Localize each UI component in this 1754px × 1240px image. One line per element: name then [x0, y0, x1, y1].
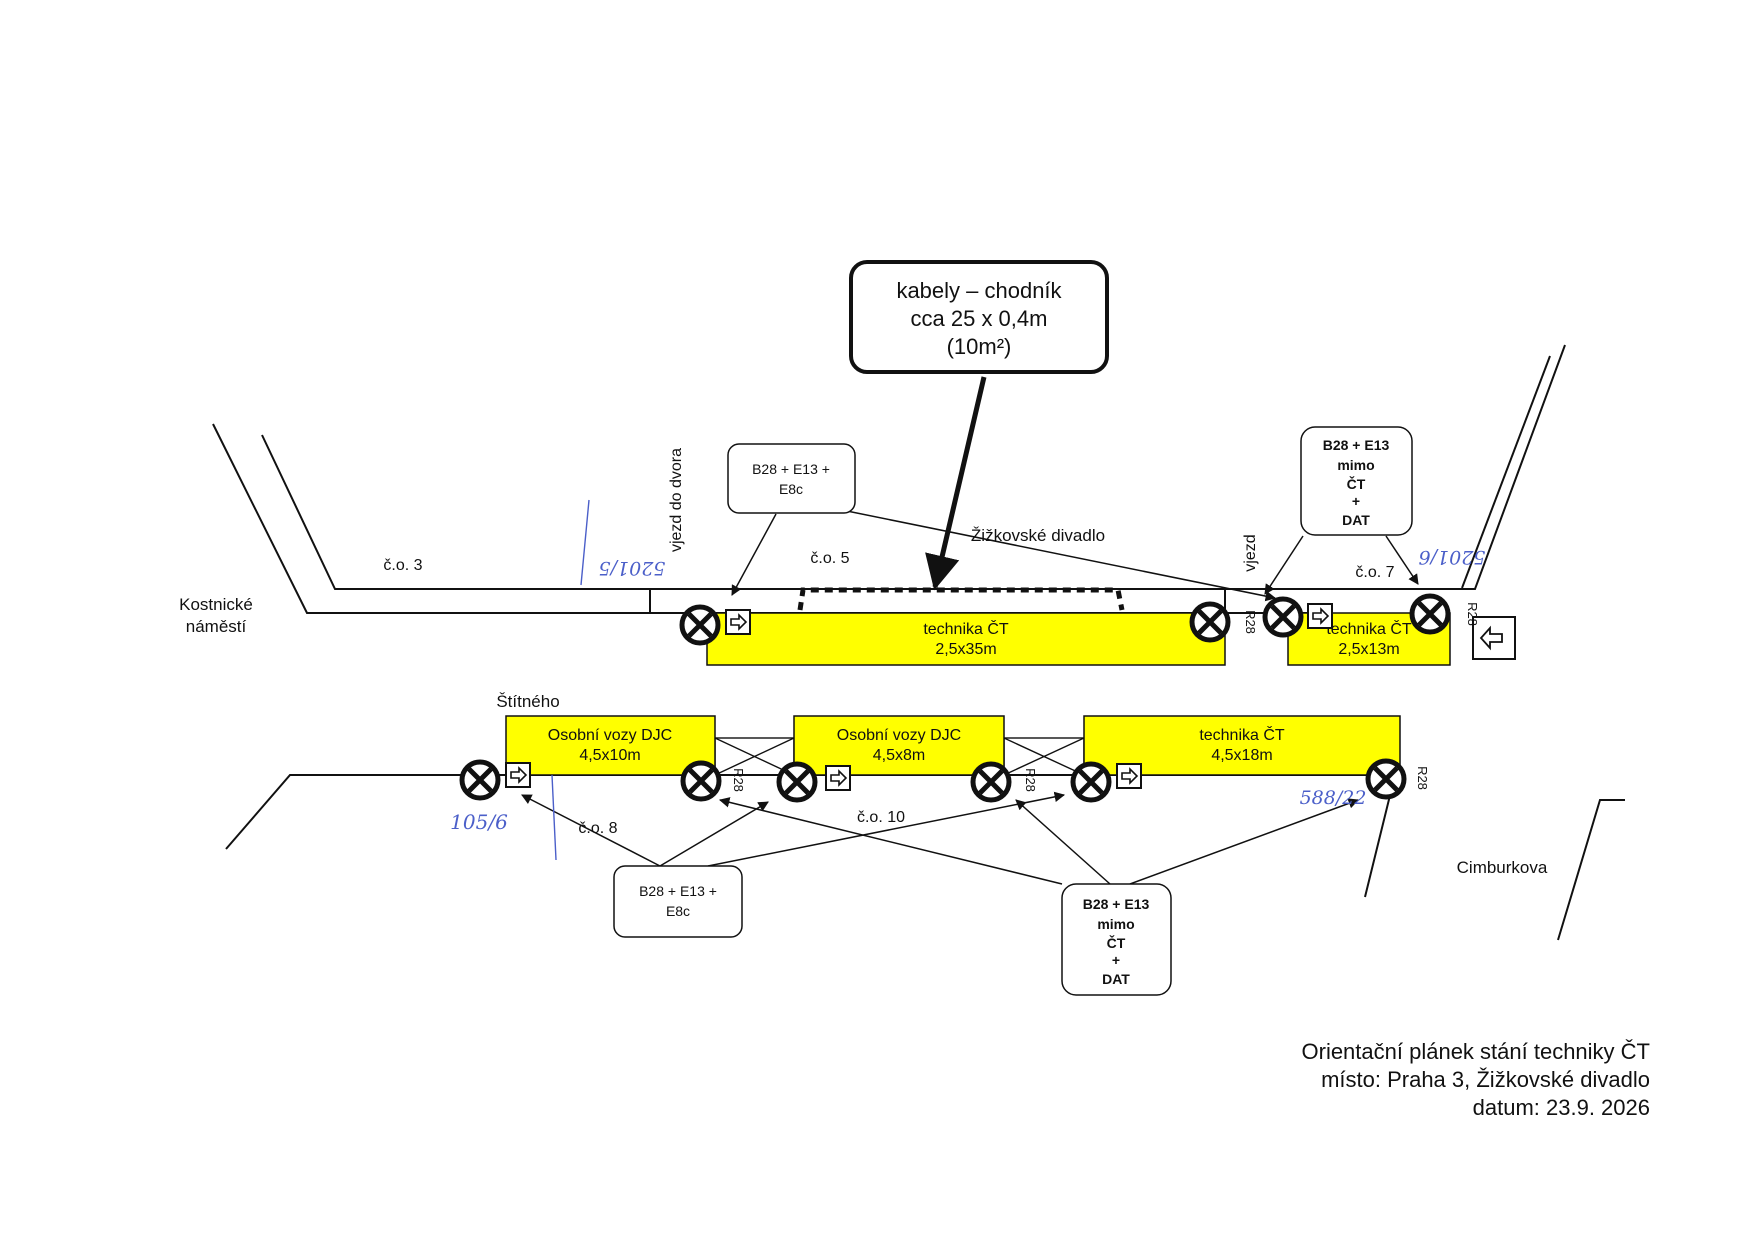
title-line3: datum: 23.9. 2026: [1473, 1095, 1650, 1120]
r28-labels: R28 R28 R28 R28 R28: [731, 602, 1480, 792]
zone-lower-b-size: 4,5x8m: [873, 747, 925, 764]
street-cimburkova: Cimburkova: [1457, 858, 1548, 877]
handwritten-parcel-2: 5201/6: [1419, 546, 1486, 568]
cables-callout[interactable]: kabely – chodník cca 25 x 0,4m (10m²): [849, 260, 1109, 374]
lower-hatches: [714, 737, 1085, 776]
callout-lower-left[interactable]: B28 + E13 + E8c: [613, 865, 743, 938]
callout-upper-right-line1: B28 + E13: [1323, 437, 1390, 453]
title-line1: Orientační plánek stání techniky ČT: [1302, 1039, 1651, 1064]
callout-lower-right[interactable]: B28 + E13 mimo ČT + DAT: [1061, 883, 1172, 996]
zone-lower-a-label: Osobní vozy DJC: [548, 727, 672, 744]
callout-upper-left-line2: E8c: [779, 481, 803, 497]
one-way-sign: [1472, 616, 1516, 660]
callout-lower-right-line2: mimo: [1097, 916, 1134, 932]
zone-upper-main-size: 2,5x35m: [935, 641, 996, 658]
r28-label: R28: [1243, 610, 1258, 634]
courtyard-entrance-label: vjezd do dvora: [668, 448, 685, 552]
callout-upper-right[interactable]: B28 + E13 mimo ČT + DAT: [1300, 426, 1413, 536]
handwritten-divider: [580, 499, 590, 586]
callout-lower-right-line1: B28 + E13: [1083, 896, 1150, 912]
r28-label: R28: [1415, 766, 1430, 790]
street-kostnicke-line2: náměstí: [186, 617, 247, 636]
zone-lower-c-label: technika ČT: [1199, 725, 1285, 744]
callout-upper-left-line1: B28 + E13 +: [752, 461, 830, 477]
callout-upper-right-line4: +: [1352, 493, 1360, 509]
zone-upper-small-size: 2,5x13m: [1338, 641, 1399, 658]
theatre-label: Žižkovské divadlo: [971, 526, 1105, 545]
callout-upper-right-line3: ČT: [1347, 475, 1366, 492]
house-number-8: č.o. 8: [578, 820, 617, 837]
callout-lower-right-line3: ČT: [1107, 934, 1126, 951]
callout-lower-right-line5: DAT: [1102, 971, 1130, 987]
cables-callout-line2: cca 25 x 0,4m: [911, 306, 1048, 331]
handwritten-divider: [551, 774, 557, 861]
house-number-10: č.o. 10: [857, 809, 905, 826]
callout-lower-right-line4: +: [1112, 952, 1120, 968]
zone-lower-a-size: 4,5x10m: [579, 747, 640, 764]
cables-callout-line3: (10m²): [947, 334, 1012, 359]
zone-lower-a[interactable]: Osobní vozy DJC 4,5x10m: [505, 715, 716, 776]
place-labels: Kostnické náměstí Štítného Cimburkova č.…: [179, 448, 1548, 877]
house-number-7: č.o. 7: [1355, 564, 1394, 581]
r28-label: R28: [1465, 602, 1480, 626]
street-stitneho: Štítného: [496, 692, 559, 711]
callout-upper-right-line2: mimo: [1337, 457, 1374, 473]
title-line2: místo: Praha 3, Žižkovské divadlo: [1321, 1067, 1650, 1092]
entrance-label: vjezd: [1242, 534, 1259, 571]
handwritten-notes: 5201/5 5201/6 105/6 588/22: [450, 499, 1486, 861]
zone-upper-small-label: technika ČT: [1326, 619, 1412, 638]
title-block: Orientační plánek stání techniky ČT míst…: [1302, 1039, 1651, 1120]
callout-lower-left-line2: E8c: [666, 903, 690, 919]
r28-label: R28: [1023, 768, 1038, 792]
house-number-3: č.o. 3: [383, 557, 422, 574]
zone-upper-main[interactable]: technika ČT 2,5x35m: [706, 612, 1226, 666]
zone-upper-main-label: technika ČT: [923, 619, 1009, 638]
cable-route: [797, 587, 1125, 611]
callout-lower-left-line1: B28 + E13 +: [639, 883, 717, 899]
house-number-5: č.o. 5: [810, 550, 849, 567]
callout-upper-left[interactable]: B28 + E13 + E8c: [727, 443, 856, 514]
cable-callout-arrow: [925, 376, 987, 591]
street-kostnicke-line1: Kostnické: [179, 595, 253, 614]
handwritten-parcel-3: 105/6: [450, 810, 508, 834]
handwritten-parcel-4: 588/22: [1300, 787, 1367, 809]
callout-upper-right-line5: DAT: [1342, 512, 1370, 528]
handwritten-parcel-1: 5201/5: [599, 557, 666, 579]
zone-lower-b-label: Osobní vozy DJC: [837, 727, 961, 744]
r28-label: R28: [731, 768, 746, 792]
cables-callout-line1: kabely – chodník: [896, 278, 1062, 303]
zone-lower-c-size: 4,5x18m: [1211, 747, 1272, 764]
callout-arrows: [521, 509, 1419, 885]
zone-lower-c[interactable]: technika ČT 4,5x18m: [1083, 715, 1401, 776]
